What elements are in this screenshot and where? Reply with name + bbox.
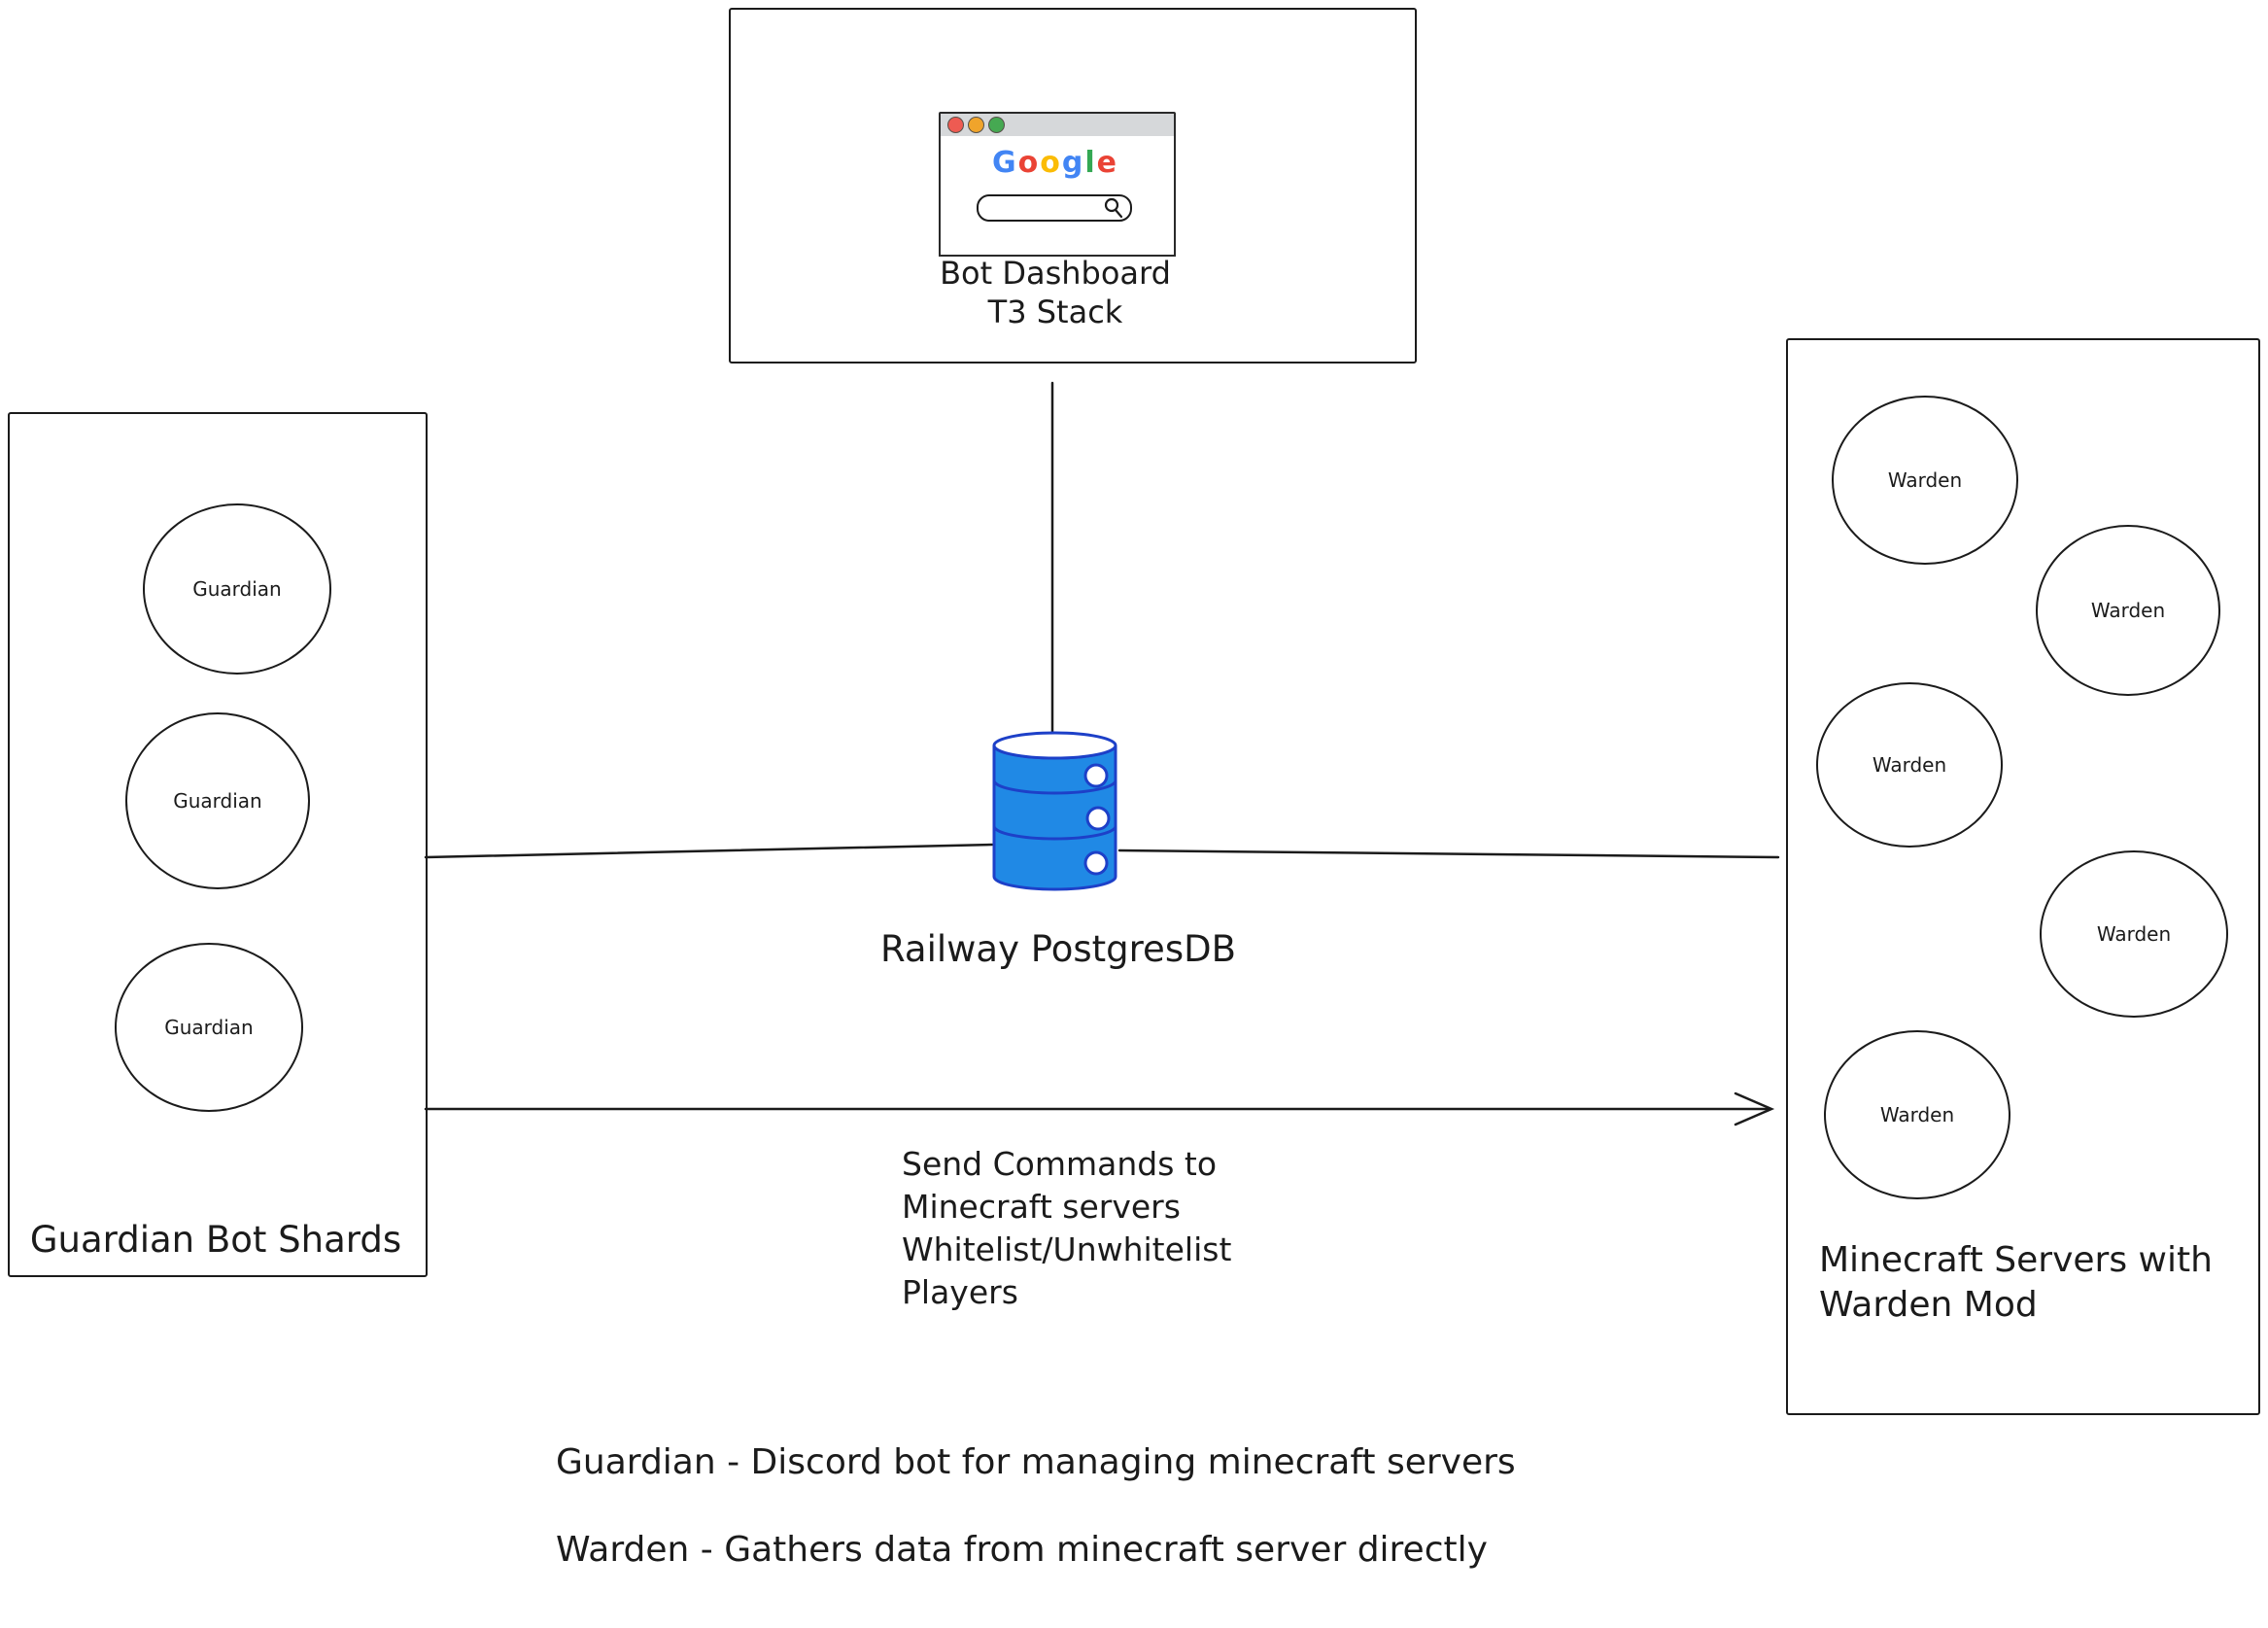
google-letter: g [1061,146,1085,180]
arrow-annotation: Send Commands to Minecraft servers White… [902,1143,1231,1314]
legend-guardian: Guardian - Discord bot for managing mine… [556,1442,1516,1482]
google-letter: o [1040,146,1062,180]
warden-node-label: Warden [1887,468,1963,492]
database-icon [992,731,1117,891]
google-logo: Google [939,146,1172,180]
warden-node: Warden [1816,682,2003,848]
dashboard-title-line2: T3 Stack [987,294,1123,330]
browser-zoom-dot-icon [988,117,1005,133]
warden-node: Warden [2036,525,2220,696]
google-search-input [977,194,1132,222]
magnifier-icon [1104,197,1123,219]
google-letter: e [1096,146,1118,180]
warden-node-label: Warden [1872,753,1947,777]
legend-warden: Warden - Gathers data from minecraft ser… [556,1530,1488,1570]
warden-box-label-line2: Warden Mod [1819,1285,2038,1325]
guardian-to-db-connector [424,843,994,859]
arrow-annotation-line: Minecraft servers [902,1188,1181,1226]
warden-node: Warden [1824,1030,2010,1199]
guardian-node-label: Guardian [164,1016,254,1039]
warden-node-label: Warden [1879,1103,1955,1126]
dashboard-title-line1: Bot Dashboard [940,255,1171,292]
warden-node: Warden [1832,396,2018,565]
database-label: Railway PostgresDB [880,928,1236,970]
database-divider [992,779,1117,795]
browser-close-dot-icon [947,117,964,133]
warden-box-label-line1: Minecraft Servers with [1819,1240,2213,1280]
database-hole [1083,763,1109,788]
arrowhead-icon [1734,1091,1775,1126]
guardian-node-label: Guardian [192,577,282,601]
guardian-node: Guardian [143,503,331,675]
guardian-box-label: Guardian Bot Shards [29,1219,402,1261]
warden-node-label: Warden [2090,599,2166,622]
guardian-node: Guardian [115,943,303,1112]
warden-node: Warden [2040,850,2228,1018]
arrow-annotation-line: Whitelist/Unwhitelist [902,1230,1232,1268]
minecraft-servers-box [1786,338,2260,1415]
database-top [992,731,1117,760]
database-divider [992,825,1117,841]
google-letter: G [991,146,1018,180]
guardian-node: Guardian [125,712,310,889]
warden-node-label: Warden [2096,922,2172,946]
arrow-annotation-line: Players [902,1273,1018,1311]
google-letter: l [1084,146,1097,180]
guardian-node-label: Guardian [173,789,262,813]
browser-minimize-dot-icon [968,117,984,133]
arrow-annotation-line: Send Commands to [902,1145,1218,1183]
google-letter: o [1017,146,1041,180]
bot-dashboard-box [729,8,1417,364]
database-hole [1083,850,1109,876]
db-to-warden-connector [1117,849,1780,859]
guardian-bot-shards-box [8,412,428,1277]
database-hole [1085,806,1111,831]
